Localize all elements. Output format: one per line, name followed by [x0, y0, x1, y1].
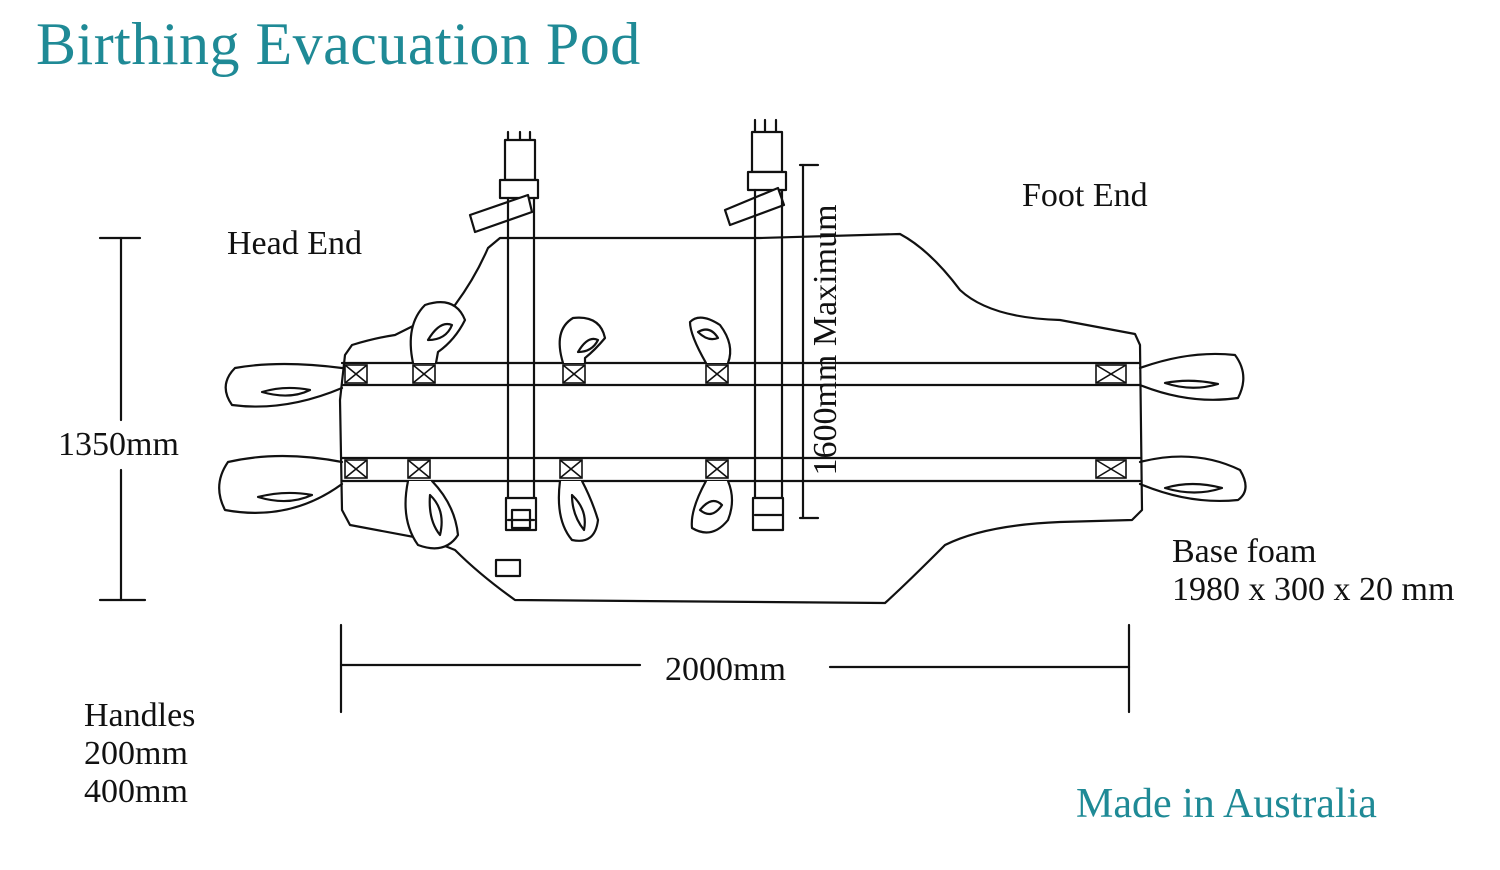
made-in-label: Made in Australia [1076, 781, 1377, 827]
max-length-dimension-line [798, 163, 820, 520]
handles-size-2: 400mm [84, 773, 188, 810]
bottom-strap [340, 456, 1142, 483]
handles-size-1: 200mm [84, 735, 188, 772]
handles-title: Handles [84, 697, 196, 734]
bottom-tab [494, 558, 522, 578]
handle-left-top [224, 362, 344, 408]
width-dimension-line [339, 623, 1131, 714]
handle-right-bottom [1138, 455, 1247, 503]
base-foam-dims: 1980 x 300 x 20 mm [1172, 571, 1455, 608]
head-end-label: Head End [227, 225, 363, 262]
loop-bottom-2 [557, 479, 600, 542]
loop-top-1 [409, 301, 467, 365]
top-strap [340, 361, 1142, 387]
max-length-label: 1600mm Maximum [807, 204, 844, 476]
base-foam-title: Base foam [1172, 533, 1317, 570]
loop-top-3 [688, 316, 732, 365]
handle-right-top [1138, 352, 1245, 401]
handle-left-bottom [218, 454, 344, 514]
pod-outline [338, 232, 1144, 605]
height-label: 1350mm [58, 426, 179, 464]
vertical-strap-left [468, 130, 540, 532]
loop-bottom-3 [690, 479, 734, 534]
width-label: 2000mm [665, 651, 786, 688]
stitch-boxes [344, 364, 1127, 479]
diagram-title: Birthing Evacuation Pod [36, 11, 641, 77]
vertical-strap-right [723, 118, 788, 532]
foot-end-label: Foot End [1022, 177, 1148, 214]
loop-top-2 [558, 316, 607, 365]
height-dimension-line [98, 236, 147, 602]
